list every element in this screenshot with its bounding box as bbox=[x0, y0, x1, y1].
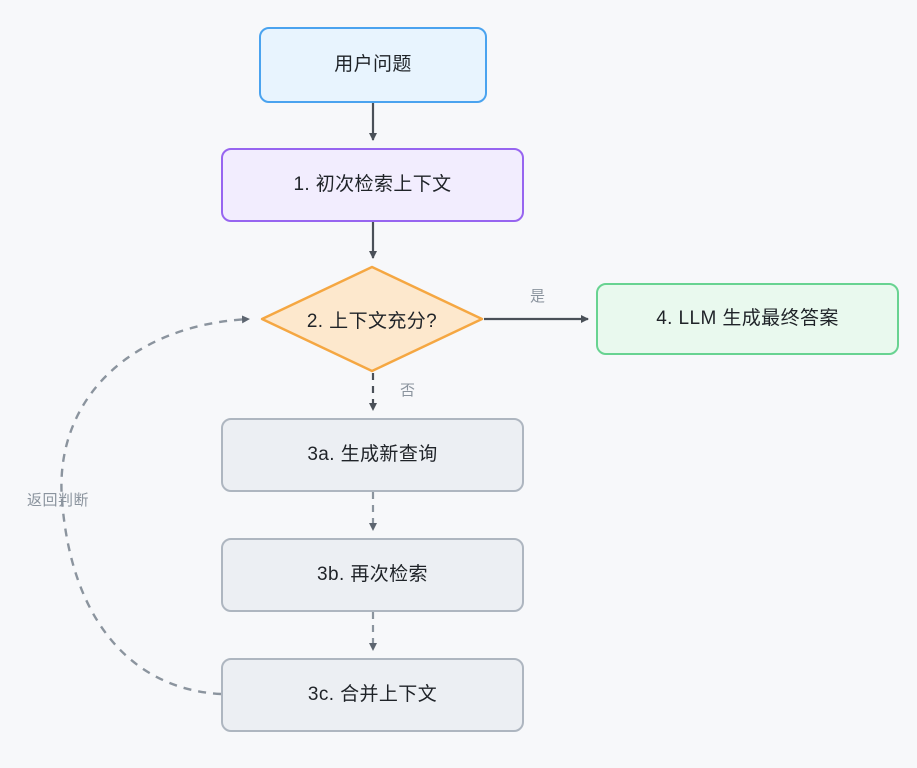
node-step3a-label: 3a. 生成新查询 bbox=[307, 444, 438, 466]
edge-label-yes: 是 bbox=[530, 288, 546, 305]
node-step3b-label: 3b. 再次检索 bbox=[317, 564, 428, 586]
node-decision-context-sufficient[interactable]: 2. 上下文充分? bbox=[260, 265, 484, 373]
node-user-question-label: 用户问题 bbox=[334, 54, 412, 76]
diamond-shape bbox=[260, 265, 484, 373]
node-step3b-retrieve-again[interactable]: 3b. 再次检索 bbox=[221, 538, 524, 612]
node-decision-label: 2. 上下文充分? bbox=[306, 310, 438, 332]
node-step4-label: 4. LLM 生成最终答案 bbox=[656, 308, 839, 330]
node-step3c-label: 3c. 合并上下文 bbox=[307, 684, 438, 706]
edge-label-no: 否 bbox=[400, 382, 416, 399]
edge-step3c-to-decision-loopback bbox=[60, 315, 250, 696]
node-user-question[interactable]: 用户问题 bbox=[259, 27, 487, 103]
node-step1-label: 1. 初次检索上下文 bbox=[293, 174, 452, 196]
edge-label-loop-back: 返回判断 bbox=[27, 492, 90, 509]
node-step3a-generate-new-query[interactable]: 3a. 生成新查询 bbox=[221, 418, 524, 492]
node-step4-llm-final-answer[interactable]: 4. LLM 生成最终答案 bbox=[596, 283, 899, 355]
node-step1-initial-retrieval[interactable]: 1. 初次检索上下文 bbox=[221, 148, 524, 222]
node-step3c-merge-context[interactable]: 3c. 合并上下文 bbox=[221, 658, 524, 732]
